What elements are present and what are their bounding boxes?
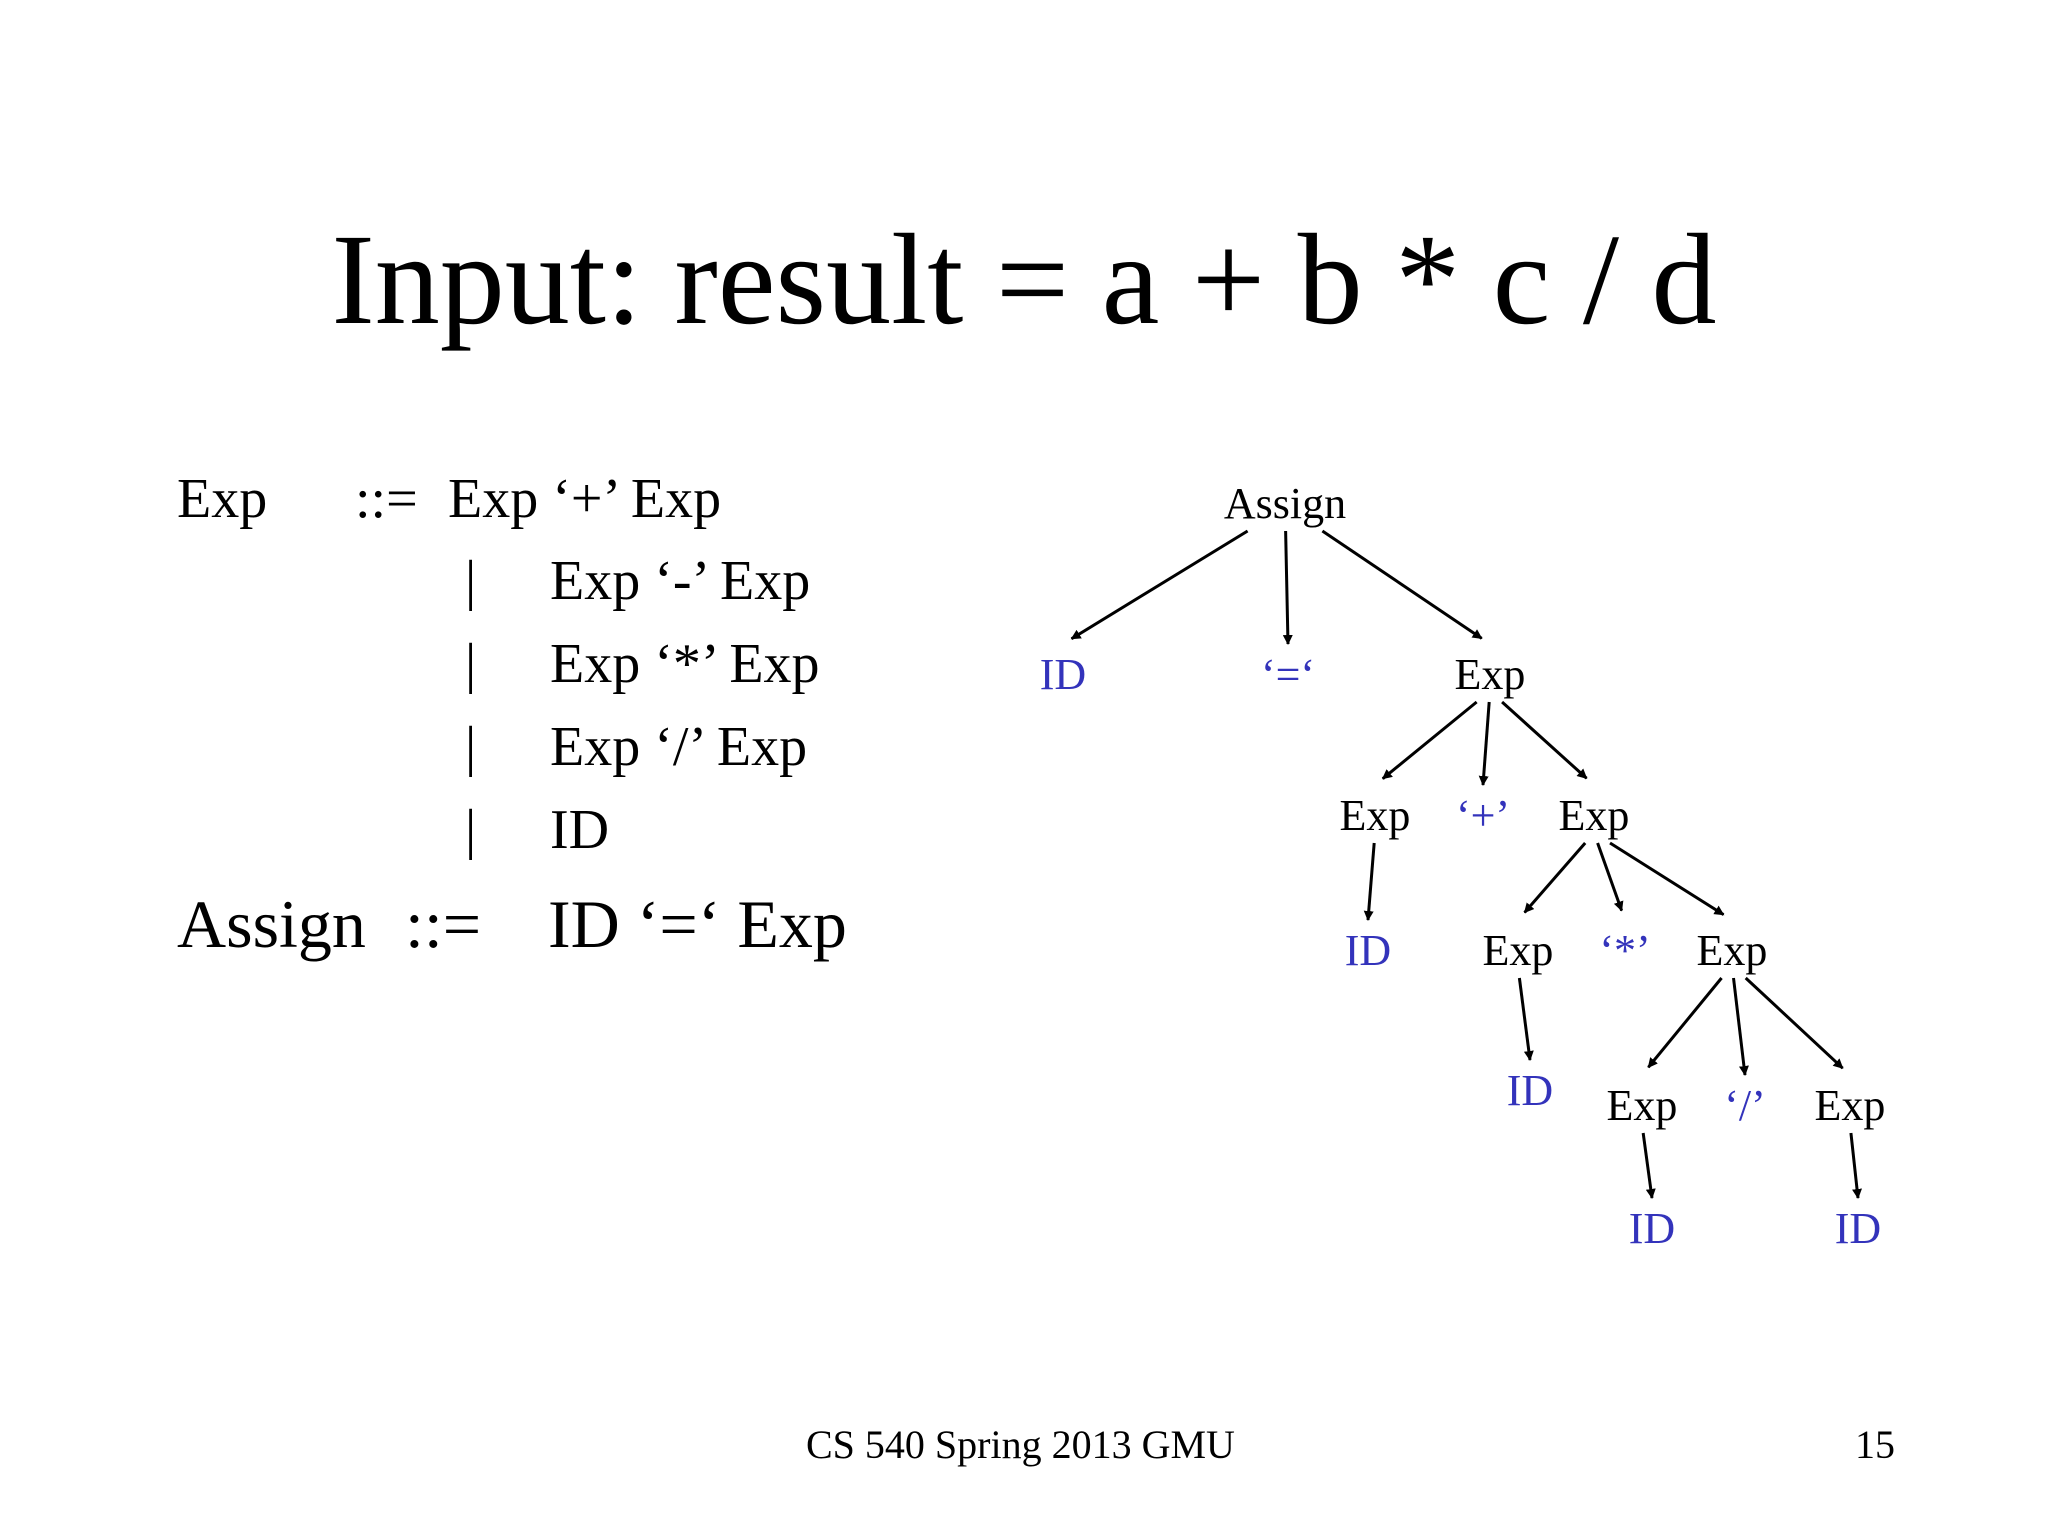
tree-node-exp1: Exp: [1455, 650, 1526, 699]
tree-edge-assign-exp1: [1321, 529, 1483, 640]
tree-edge-exp5-exp7: [1744, 976, 1844, 1070]
tree-edge-exp3-exp5: [1609, 841, 1725, 916]
tree-node-exp6: Exp: [1607, 1081, 1678, 1130]
tree-edge-exp3-star: [1596, 842, 1624, 912]
tree-edge-exp1-exp3: [1501, 700, 1588, 780]
tree-edge-exp1-plus: [1478, 701, 1491, 786]
tree-edge-exp5-slash: [1732, 977, 1749, 1076]
tree-edge-exp5-exp6: [1647, 977, 1723, 1069]
exp-define-op: ::=: [355, 468, 418, 530]
tree-node-id3: ID: [1507, 1066, 1553, 1115]
tree-node-exp4: Exp: [1483, 926, 1554, 975]
footer-course: CS 540 Spring 2013 GMU: [806, 1422, 1235, 1467]
exp-alt-minus: Exp ‘-’ Exp: [550, 550, 811, 612]
slide-title: Input: result = a + b * c / d: [331, 208, 1717, 352]
tree-node-eq: ‘=‘: [1261, 650, 1315, 699]
assign-rhs: ID ‘=‘ Exp: [548, 886, 847, 962]
exp-alt-plus: Exp ‘+’ Exp: [448, 468, 722, 530]
tree-node-star: ‘*’: [1599, 926, 1650, 975]
tree-node-id4: ID: [1629, 1204, 1675, 1253]
tree-node-id5: ID: [1835, 1204, 1881, 1253]
assign-lhs: Assign: [177, 886, 366, 962]
tree-node-exp2: Exp: [1340, 791, 1411, 840]
tree-edge-assign-eq: [1282, 530, 1293, 645]
tree-edge-exp6-id4: [1641, 1132, 1656, 1199]
tree-edge-assign-id1: [1070, 529, 1249, 641]
tree-node-exp7: Exp: [1815, 1081, 1886, 1130]
tree-node-slash: ‘/’: [1724, 1081, 1766, 1130]
tree-node-id2: ID: [1345, 926, 1391, 975]
tree-node-assign: Assign: [1224, 479, 1346, 528]
exp-alt-times: Exp ‘*’ Exp: [550, 633, 820, 695]
tree-edge-exp2-id2: [1363, 842, 1376, 921]
exp-lhs: Exp: [177, 468, 268, 530]
tree-edge-exp1-exp2: [1381, 700, 1478, 780]
page-number: 15: [1855, 1422, 1895, 1467]
tree-edge-exp4-id3: [1517, 977, 1534, 1061]
tree-node-id1: ID: [1040, 650, 1086, 699]
tree-node-plus: ‘+’: [1456, 791, 1510, 840]
alt-bar: |: [465, 550, 477, 612]
tree-edge-exp7-id5: [1849, 1132, 1862, 1199]
alt-bar: |: [465, 716, 477, 778]
exp-alt-id: ID: [550, 799, 610, 861]
tree-edge-exp3-exp4: [1523, 842, 1587, 914]
alt-bar: |: [465, 633, 477, 695]
exp-alt-divide: Exp ‘/’ Exp: [550, 716, 808, 778]
tree-node-exp3: Exp: [1559, 791, 1630, 840]
assign-define-op: ::=: [405, 886, 482, 962]
alt-bar: |: [465, 799, 477, 861]
tree-node-exp5: Exp: [1697, 926, 1768, 975]
